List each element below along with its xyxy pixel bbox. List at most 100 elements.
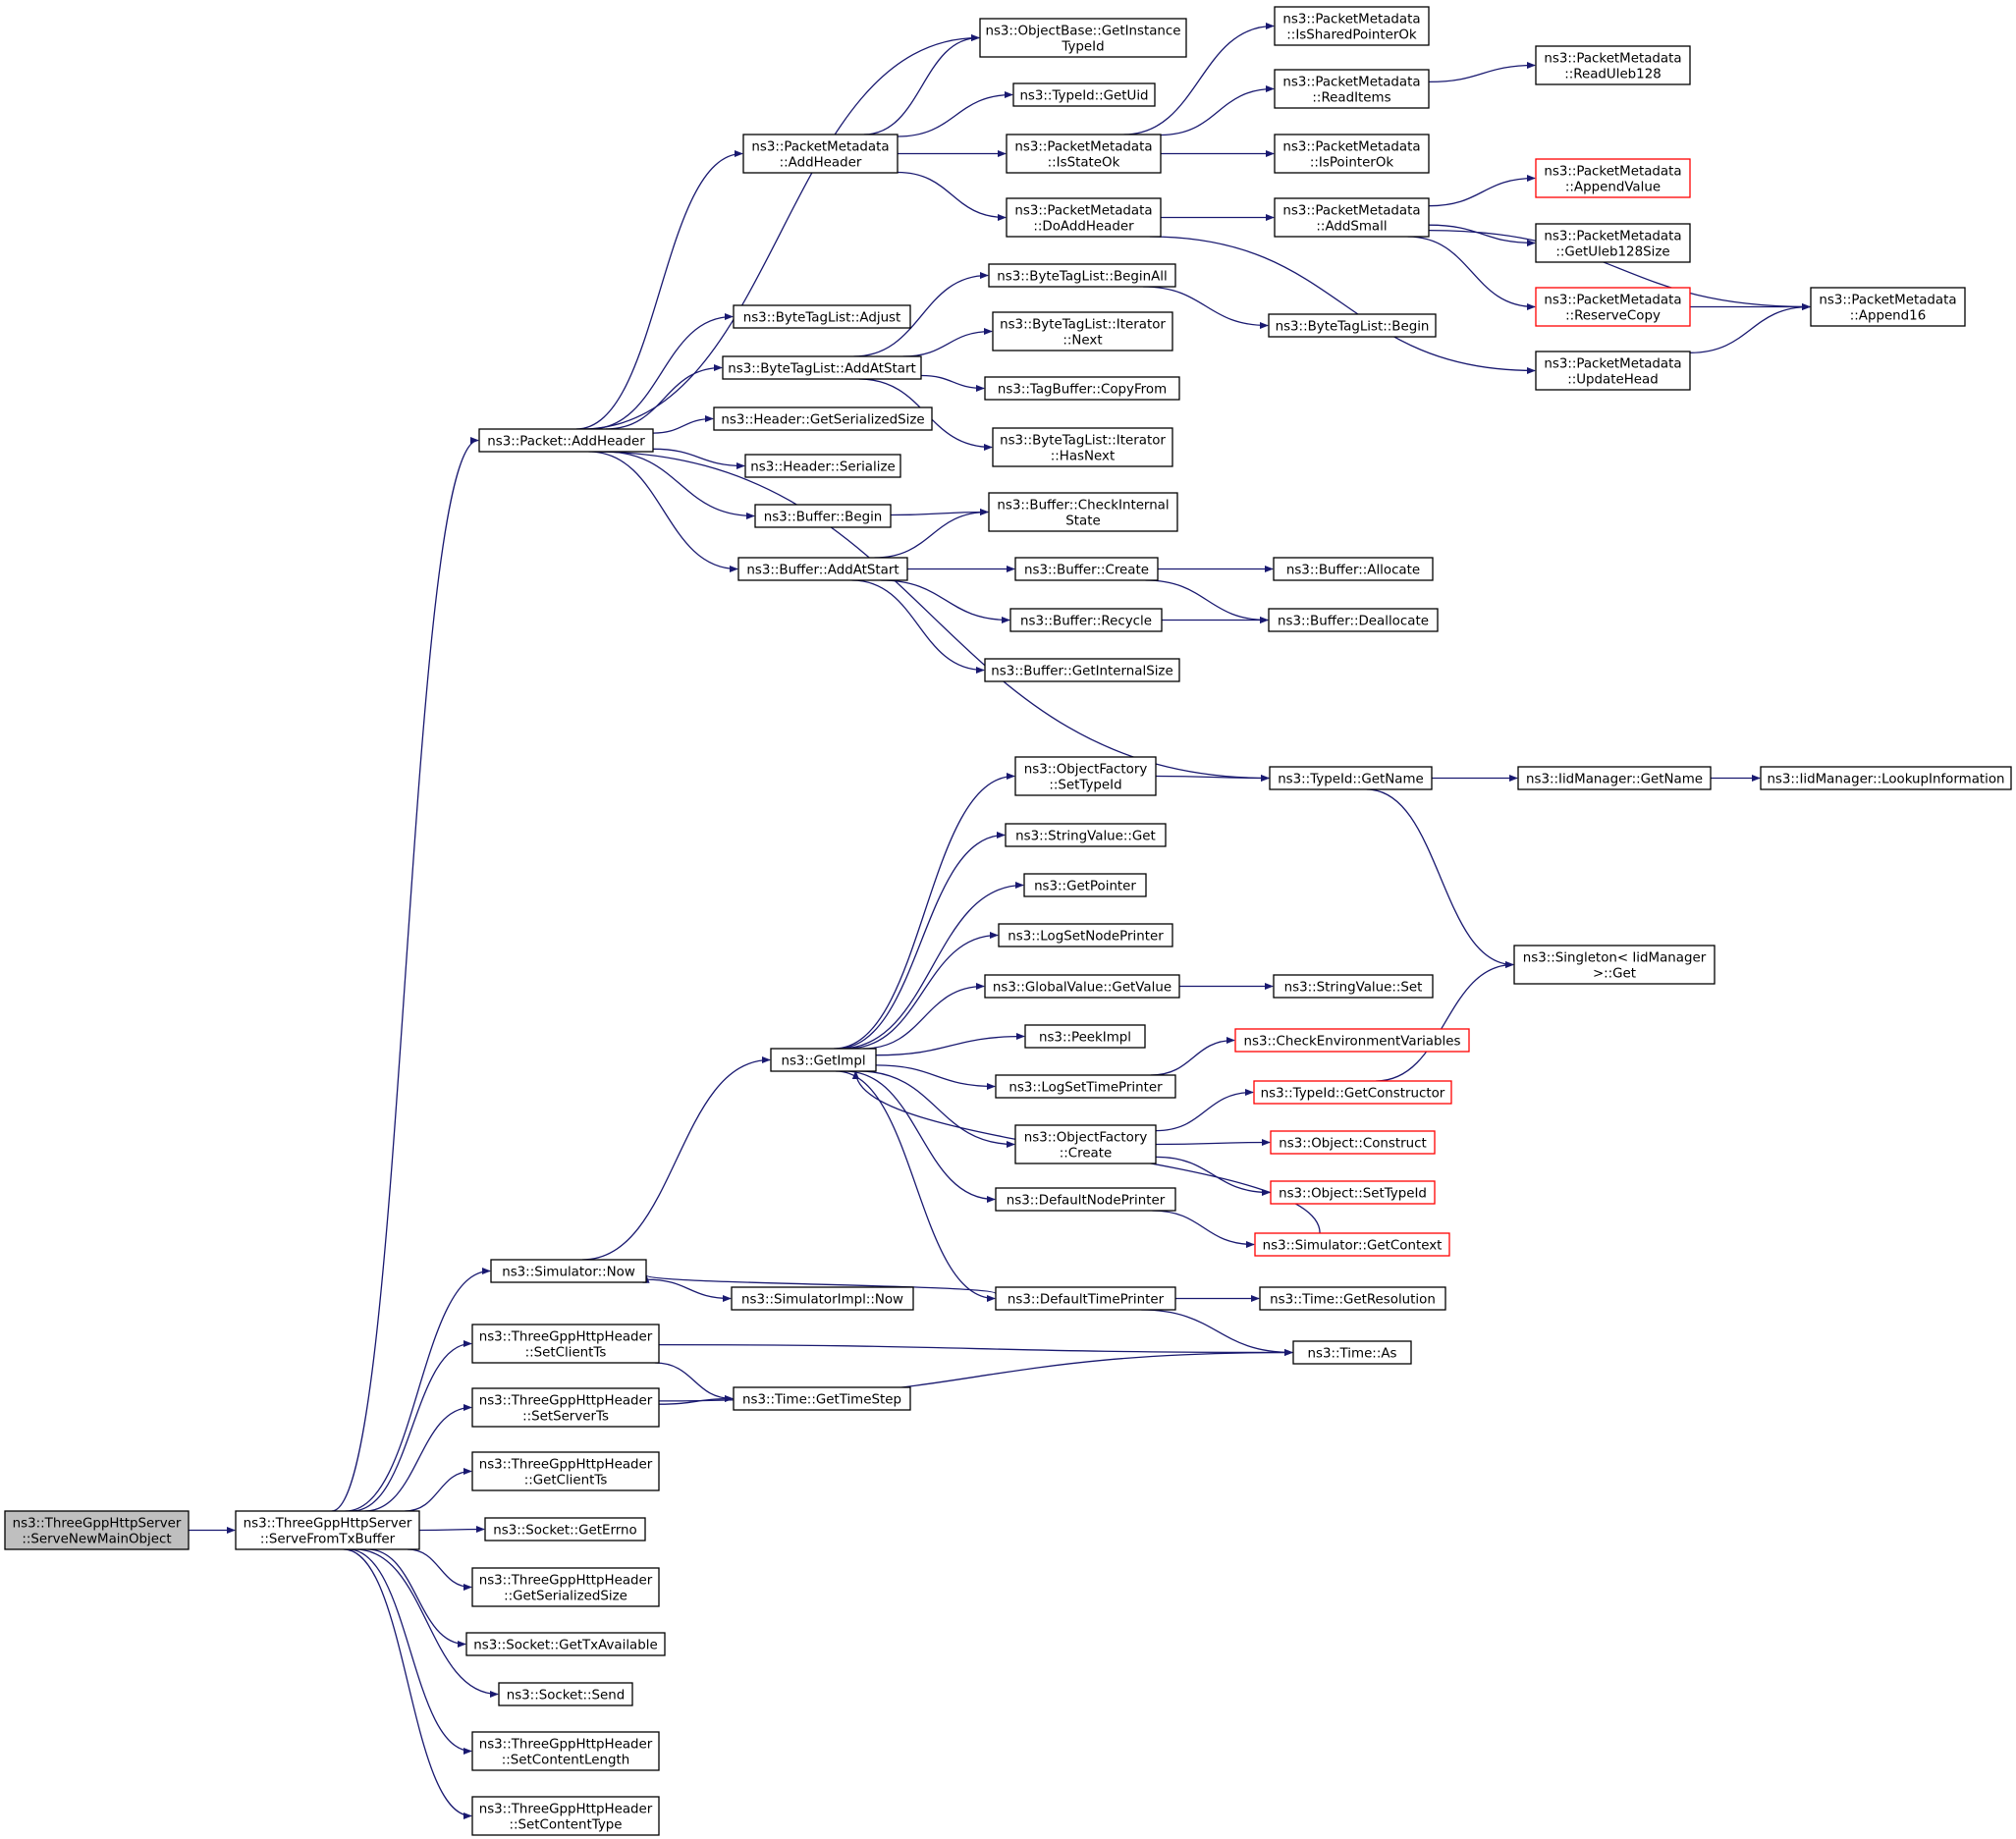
node-hdrSetClientTs[interactable]: ns3::ThreeGppHttpHeader::SetClientTs: [471, 1324, 660, 1364]
node-defTimePrinter[interactable]: ns3::DefaultTimePrinter: [995, 1286, 1176, 1311]
edge-getImpl-to-ofSetTypeId: [834, 772, 1015, 1050]
node-pmAddHeader[interactable]: ns3::PacketMetadata::AddHeader: [742, 134, 899, 174]
node-typeIdGetName[interactable]: ns3::TypeId::GetName: [1269, 766, 1433, 790]
node-pmAppendValue[interactable]: ns3::PacketMetadata::AppendValue: [1535, 158, 1691, 198]
node-btlAddAtStart[interactable]: ns3::ByteTagList::AddAtStart: [722, 355, 922, 380]
node-getPointer[interactable]: ns3::GetPointer: [1023, 873, 1147, 897]
node-box: [1535, 223, 1691, 263]
node-bufCreate[interactable]: ns3::Buffer::Create: [1014, 557, 1159, 581]
node-timeGetTimeStep[interactable]: ns3::Time::GetTimeStep: [733, 1386, 911, 1411]
edge-ofSetTypeId-to-typeIdGetName: [1155, 774, 1270, 783]
node-packetAddHeader[interactable]: ns3::Packet::AddHeader: [478, 428, 654, 453]
node-objSetTypeId[interactable]: ns3::Object::SetTypeId: [1270, 1180, 1436, 1205]
edge-packetAddHeader-to-btlAdjust: [589, 312, 734, 430]
node-label: ns3::PacketMetadata: [1544, 165, 1681, 180]
node-tagBufCopyFrom[interactable]: ns3::TagBuffer::CopyFrom: [984, 376, 1180, 401]
node-bufAllocate[interactable]: ns3::Buffer::Allocate: [1273, 557, 1434, 581]
edge-arrow: [331, 437, 479, 1512]
node-label: ns3::Header::Serialize: [750, 460, 895, 475]
edges-layer: [188, 22, 1811, 1820]
node-box: [979, 18, 1187, 58]
node-sockGetTxAvail[interactable]: ns3::Socket::GetTxAvailable: [465, 1632, 666, 1656]
node-peekImpl[interactable]: ns3::PeekImpl: [1024, 1024, 1146, 1049]
node-btlAdjust[interactable]: ns3::ByteTagList::Adjust: [733, 304, 911, 329]
node-label: ns3::ByteTagList::Iterator: [1000, 434, 1166, 449]
node-btlIterHasNext[interactable]: ns3::ByteTagList::Iterator::HasNext: [992, 427, 1173, 467]
node-strValGet[interactable]: ns3::StringValue::Get: [1005, 823, 1167, 847]
node-gvGetValue[interactable]: ns3::GlobalValue::GetValue: [984, 974, 1180, 999]
node-box: [1270, 1130, 1436, 1155]
node-serveFromTx[interactable]: ns3::ThreeGppHttpServer::ServeFromTxBuff…: [235, 1510, 420, 1550]
node-strValSet[interactable]: ns3::StringValue::Set: [1273, 974, 1434, 999]
node-label: ns3::PacketMetadata: [1819, 294, 1956, 308]
node-btlIterNext[interactable]: ns3::ByteTagList::Iterator::Next: [992, 311, 1173, 352]
node-pmDoAddHeader[interactable]: ns3::PacketMetadata::DoAddHeader: [1006, 197, 1162, 238]
edge-packetAddHeader-to-hdrGetSerSize: [652, 414, 714, 434]
edge-serveFromTx-to-packetAddHeader: [331, 437, 479, 1512]
node-timeGetRes[interactable]: ns3::Time::GetResolution: [1259, 1286, 1446, 1311]
node-objConstruct[interactable]: ns3::Object::Construct: [1270, 1130, 1436, 1155]
node-singletonGet[interactable]: ns3::Singleton< IidManager >::Get: [1513, 945, 1716, 985]
node-bufGetInternalSize[interactable]: ns3::Buffer::GetInternalSize: [984, 658, 1180, 682]
edge-bufCreate-to-bufDeallocate: [1145, 579, 1269, 624]
node-hdrSetServerTs[interactable]: ns3::ThreeGppHttpHeader::SetServerTs: [471, 1387, 660, 1428]
node-hdrGetSerSize[interactable]: ns3::Header::GetSerializedSize: [713, 406, 933, 431]
edge-serveFromTx-to-hdrGetClientTs: [405, 1467, 472, 1512]
node-hdrSerialize[interactable]: ns3::Header::Serialize: [744, 454, 901, 478]
node-btlBegin[interactable]: ns3::ByteTagList::Begin: [1268, 313, 1437, 338]
node-label: ns3::PacketMetadata: [1282, 140, 1420, 155]
node-bufDeallocate[interactable]: ns3::Buffer::Deallocate: [1268, 608, 1439, 632]
node-logSetNodePrinter[interactable]: ns3::LogSetNodePrinter: [998, 923, 1173, 947]
node-hdrSetContentType[interactable]: ns3::ThreeGppHttpHeader::SetContentType: [471, 1796, 660, 1836]
node-sockSend[interactable]: ns3::Socket::Send: [498, 1682, 633, 1706]
node-hdrGetSerSize2[interactable]: ns3::ThreeGppHttpHeader::GetSerializedSi…: [471, 1567, 660, 1607]
node-pmIsShared[interactable]: ns3::PacketMetadata::IsSharedPointerOk: [1274, 6, 1430, 46]
node-typeIdGetCtor[interactable]: ns3::TypeId::GetConstructor: [1253, 1080, 1452, 1105]
node-box: [1014, 1124, 1157, 1164]
node-pmReserveCopy[interactable]: ns3::PacketMetadata::ReserveCopy: [1535, 287, 1691, 327]
node-pmAddSmall[interactable]: ns3::PacketMetadata::AddSmall: [1274, 197, 1430, 238]
node-pmReadUleb[interactable]: ns3::PacketMetadata::ReadUleb128: [1535, 45, 1691, 85]
node-box: [733, 1386, 911, 1411]
node-pmIsStateOk[interactable]: ns3::PacketMetadata::IsStateOk: [1006, 134, 1162, 174]
node-ofCreate[interactable]: ns3::ObjectFactory::Create: [1014, 1124, 1157, 1164]
node-pmIsPointerOk[interactable]: ns3::PacketMetadata::IsPointerOk: [1274, 134, 1430, 174]
node-btlBeginAll[interactable]: ns3::ByteTagList::BeginAll: [988, 263, 1176, 288]
node-typeIdGetUid[interactable]: ns3::TypeId::GetUid: [1012, 82, 1156, 107]
node-label: ns3::Socket::Send: [507, 1689, 626, 1704]
node-bufRecycle[interactable]: ns3::Buffer::Recycle: [1009, 608, 1163, 632]
node-bufAddAtStart[interactable]: ns3::Buffer::AddAtStart: [737, 557, 908, 581]
node-label: ns3::ByteTagList::BeginAll: [997, 270, 1167, 285]
node-getImpl[interactable]: ns3::GetImpl: [770, 1048, 877, 1072]
node-pmReadItems[interactable]: ns3::PacketMetadata::ReadItems: [1274, 69, 1430, 109]
edge-serveFromTx-to-hdrSetContentLength: [348, 1548, 472, 1756]
edge-arrow: [1428, 224, 1536, 247]
edge-logSetTimePrinter-to-checkEnvVars: [1150, 1036, 1235, 1076]
node-defNodePrinter[interactable]: ns3::DefaultNodePrinter: [995, 1187, 1176, 1212]
node-timeAs[interactable]: ns3::Time::As: [1292, 1340, 1412, 1365]
edge-bufAddAtStart-to-bufCheckInternal: [874, 508, 989, 559]
node-simNow[interactable]: ns3::Simulator::Now: [490, 1259, 647, 1283]
node-box: [484, 1517, 646, 1542]
node-box: [1006, 134, 1162, 174]
node-box: [995, 1187, 1176, 1212]
node-checkEnvVars[interactable]: ns3::CheckEnvironmentVariables: [1234, 1028, 1470, 1053]
node-hdrGetClientTs[interactable]: ns3::ThreeGppHttpHeader::GetClientTs: [471, 1451, 660, 1491]
node-sockGetErrno[interactable]: ns3::Socket::GetErrno: [484, 1517, 646, 1542]
node-pmAppend16[interactable]: ns3::PacketMetadata::Append16: [1810, 287, 1966, 327]
node-ofSetTypeId[interactable]: ns3::ObjectFactory::SetTypeId: [1014, 756, 1157, 796]
node-hdrSetContentLength[interactable]: ns3::ThreeGppHttpHeader::SetContentLengt…: [471, 1731, 660, 1771]
node-box: [1274, 69, 1430, 109]
node-bufBegin[interactable]: ns3::Buffer::Begin: [754, 504, 892, 528]
node-label: ns3::StringValue::Get: [1015, 830, 1156, 844]
node-iidGetName[interactable]: ns3::IidManager::GetName: [1517, 766, 1712, 790]
node-pmGetUlebSize[interactable]: ns3::PacketMetadata::GetUleb128Size: [1535, 223, 1691, 263]
node-box: [471, 1796, 660, 1836]
node-simImplNow[interactable]: ns3::SimulatorImpl::Now: [731, 1286, 914, 1311]
node-iidLookup[interactable]: ns3::IidManager::LookupInformation: [1760, 766, 2012, 790]
node-pmUpdateHead[interactable]: ns3::PacketMetadata::UpdateHead: [1535, 351, 1691, 391]
node-logSetTimePrinter[interactable]: ns3::LogSetTimePrinter: [995, 1074, 1176, 1099]
node-simGetContext[interactable]: ns3::Simulator::GetContext: [1254, 1232, 1450, 1257]
